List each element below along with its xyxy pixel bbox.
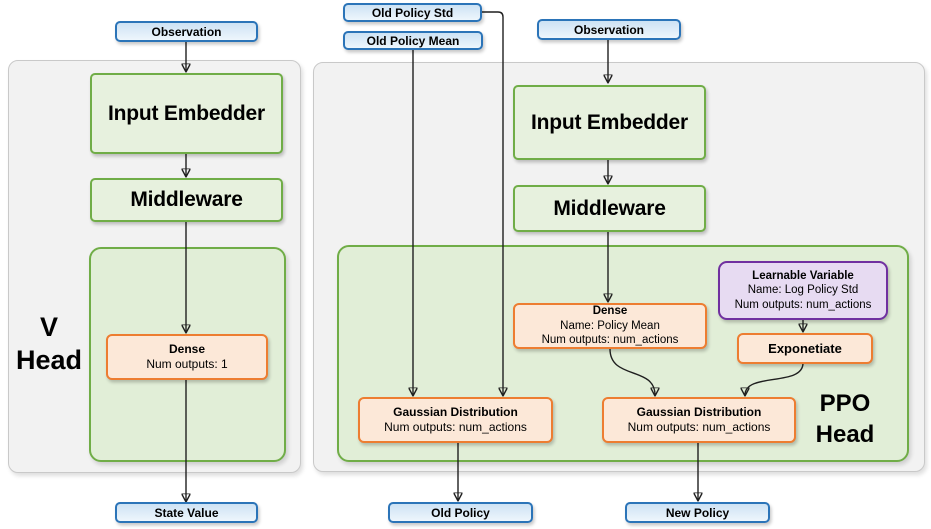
dense-v-node: Dense Num outputs: 1 <box>106 334 268 380</box>
input-embedder-left-node: Input Embedder <box>90 73 283 154</box>
gaussian-old-num-outputs: Num outputs: num_actions <box>384 420 527 434</box>
ppo-head-label-line2: Head <box>815 421 875 448</box>
dense-policy-mean-node: Dense Name: Policy Mean Num outputs: num… <box>513 303 707 349</box>
dense-policy-mean-name: Name: Policy Mean <box>560 319 660 332</box>
arrow-dense-to-gaussian-new <box>609 348 655 395</box>
observation-left-node: Observation <box>115 21 258 42</box>
gaussian-new-title: Gaussian Distribution <box>636 405 762 419</box>
old-policy-mean-node: Old Policy Mean <box>343 31 483 50</box>
state-value-node: State Value <box>115 502 258 523</box>
dense-policy-mean-num-outputs: Num outputs: num_actions <box>541 334 679 347</box>
observation-right-node: Observation <box>537 19 681 40</box>
arrow-old-policy-std-to-gaussian <box>482 11 503 395</box>
v-head-label-line2: Head <box>15 345 83 375</box>
v-head-label-line1: V <box>39 312 58 342</box>
exponetiate-node: Exponetiate <box>737 333 873 364</box>
exponetiate-title: Exponetiate <box>768 341 842 356</box>
old-policy-std-node: Old Policy Std <box>343 3 482 22</box>
gaussian-old-title: Gaussian Distribution <box>393 405 518 419</box>
middleware-right-node: Middleware <box>513 185 706 232</box>
dense-v-title: Dense <box>168 342 206 356</box>
v-head-label: V Head <box>8 311 90 377</box>
learnable-variable-num-outputs: Num outputs: num_actions <box>734 298 872 311</box>
learnable-variable-title: Learnable Variable <box>752 269 854 282</box>
dense-policy-mean-title: Dense <box>592 305 628 318</box>
gaussian-distribution-old-node: Gaussian Distribution Num outputs: num_a… <box>358 397 553 443</box>
new-policy-node: New Policy <box>625 502 770 523</box>
ppo-head-label-line1: PPO <box>819 390 871 417</box>
middleware-left-node: Middleware <box>90 178 283 222</box>
learnable-variable-name: Name: Log Policy Std <box>747 284 859 297</box>
ppo-head-label: PPO Head <box>800 388 890 450</box>
gaussian-new-num-outputs: Num outputs: num_actions <box>627 420 771 434</box>
gaussian-distribution-new-node: Gaussian Distribution Num outputs: num_a… <box>602 397 796 443</box>
arrow-exponetiate-to-gaussian-new <box>745 362 804 395</box>
learnable-variable-node: Learnable Variable Name: Log Policy Std … <box>718 261 888 320</box>
old-policy-node: Old Policy <box>388 502 533 523</box>
input-embedder-right-node: Input Embedder <box>513 85 706 160</box>
dense-v-num-outputs: Num outputs: 1 <box>146 357 228 371</box>
